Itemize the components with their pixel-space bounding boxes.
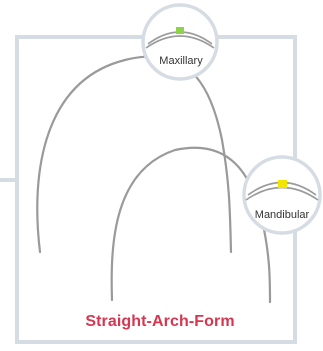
maxillary-arch-wire <box>36 55 233 254</box>
maxillary-callout: Maxillary <box>141 3 219 81</box>
mandibular-callout-circle <box>242 155 322 235</box>
maxillary-callout-circle <box>141 3 219 81</box>
mandibular-marker <box>278 180 287 188</box>
mandibular-callout: Mandibular <box>242 155 322 235</box>
mandibular-arch-wire <box>110 146 272 304</box>
maxillary-label: Maxillary <box>159 55 203 67</box>
maxillary-marker <box>176 27 184 34</box>
product-title: Straight-Arch-Form <box>85 313 235 330</box>
maxillary-callout-wire-inner <box>145 35 215 49</box>
mandibular-label: Mandibular <box>255 209 310 221</box>
